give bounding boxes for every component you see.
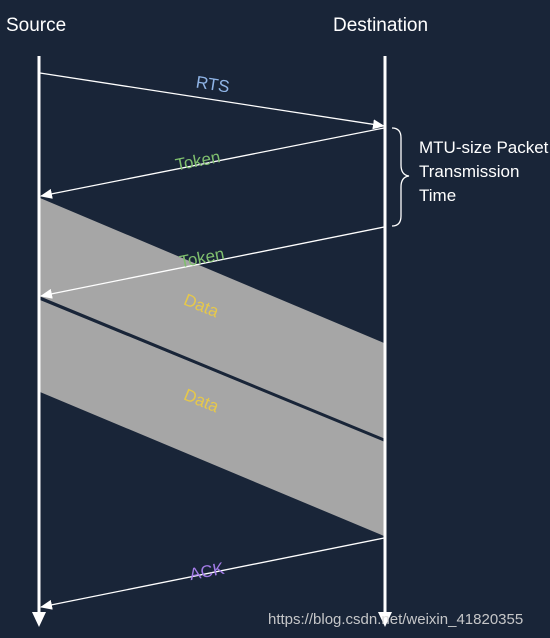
token-arrow-1 bbox=[40, 127, 385, 199]
source-timeline-arrowhead bbox=[32, 612, 46, 627]
destination-label: Destination bbox=[333, 15, 428, 36]
token-arrow-2 bbox=[40, 226, 385, 299]
token-label-1: Token bbox=[174, 147, 222, 174]
destination-timeline-arrowhead bbox=[378, 612, 392, 627]
brace-note-line-2: Transmission bbox=[419, 162, 519, 181]
data-band-2 bbox=[40, 300, 384, 536]
watermark: https://blog.csdn.net/weixin_41820355 bbox=[268, 611, 523, 628]
rts-label: RTS bbox=[195, 73, 231, 97]
brace-note-line-3: Time bbox=[419, 186, 456, 205]
ack-label: ACK bbox=[188, 559, 227, 584]
source-label: Source bbox=[6, 15, 66, 36]
transmission-time-brace bbox=[391, 127, 410, 227]
token-label-2: Token bbox=[178, 244, 226, 271]
data-band-1 bbox=[40, 198, 384, 439]
ack-arrow bbox=[40, 537, 385, 610]
data-band-separator bbox=[39, 296, 385, 442]
brace-note-line-1: MTU-size Packet bbox=[419, 138, 549, 157]
rts-arrow bbox=[39, 72, 385, 130]
